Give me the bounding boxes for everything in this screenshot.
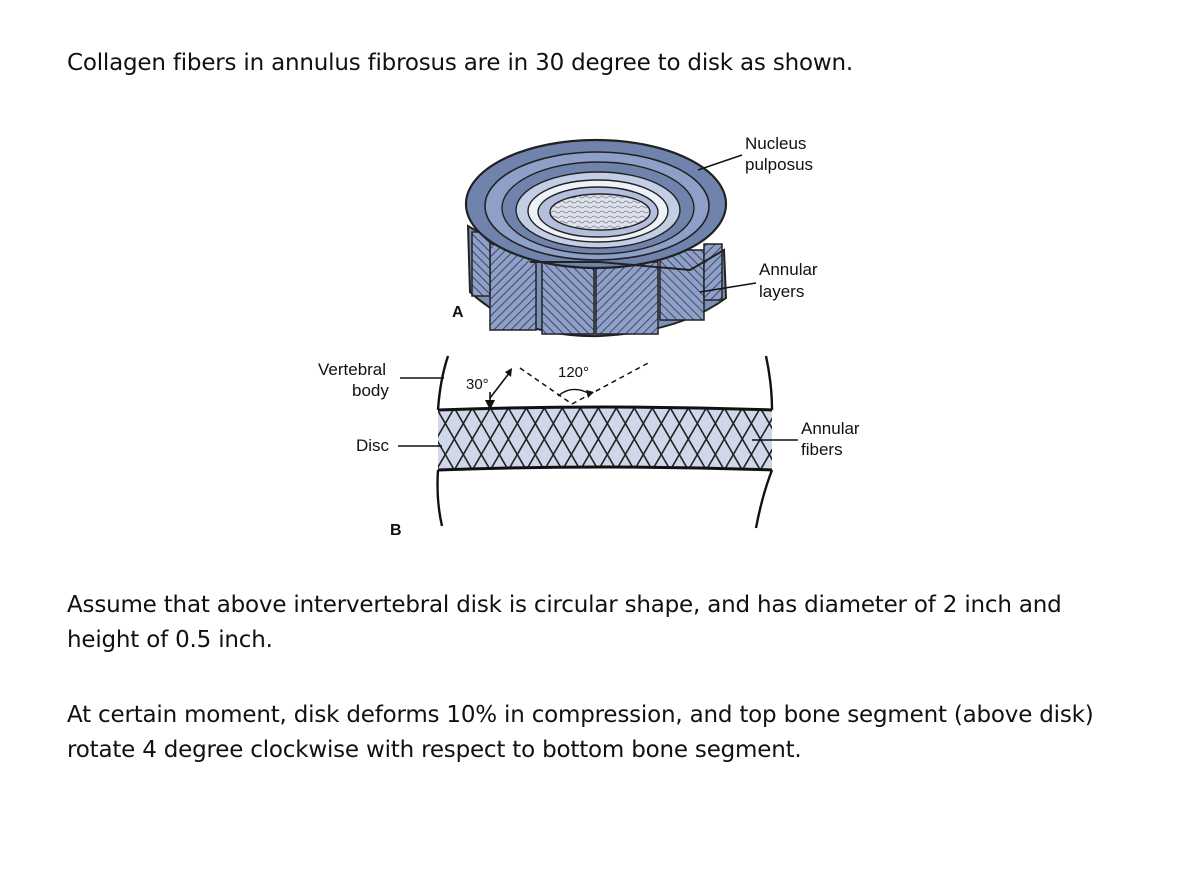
- annular-fibers-label-line1: Annular: [801, 419, 860, 438]
- fiber-line: [469, 407, 512, 470]
- fiber-line: [812, 404, 853, 474]
- annular-fiber-band: [437, 404, 871, 474]
- fiber-line: [631, 407, 674, 470]
- panel-a-label: A: [452, 304, 464, 321]
- crossing-angle-label: 120°: [558, 364, 589, 381]
- loading-text: At certain moment, disk deforms 10% in c…: [67, 702, 1094, 763]
- fiber-line: [577, 407, 620, 470]
- fiber-line: [776, 404, 817, 474]
- fiber-line: [438, 407, 458, 470]
- fiber-line: [438, 407, 458, 470]
- vertebral-body-label-line1: Vertebral: [318, 360, 386, 379]
- fiber-line: [812, 404, 853, 474]
- nucleus-pulposus-shape: [549, 193, 651, 231]
- fiber-line: [685, 407, 728, 470]
- fiber-line: [703, 407, 746, 470]
- panel-a-disc-illustration: [464, 138, 728, 338]
- annular-layers-label-line1: Annular: [759, 260, 818, 279]
- fiber-line: [830, 404, 871, 474]
- fiber-line: [523, 407, 566, 470]
- fiber-line: [667, 407, 710, 470]
- fiber-line: [595, 407, 638, 470]
- fiber-line: [438, 407, 476, 470]
- annular-fibers-label-line2: fibers: [801, 440, 843, 459]
- fiber-line: [438, 407, 440, 470]
- fiber-line: [541, 407, 584, 470]
- intro-text: Collagen fibers in annulus fibrosus are …: [67, 50, 853, 76]
- assumption-text: Assume that above intervertebral disk is…: [67, 592, 1062, 653]
- panel-b-side-view: [436, 355, 871, 529]
- fiber-line: [776, 404, 817, 474]
- fiber-line: [757, 407, 772, 470]
- fiber-line: [721, 407, 764, 470]
- annular-layers-leader-line: [699, 282, 757, 293]
- fiber-line: [649, 407, 692, 470]
- fiber-line: [794, 404, 835, 474]
- fiber-line: [505, 407, 548, 470]
- fiber-line: [757, 407, 772, 470]
- fiber-line: [794, 404, 835, 474]
- fiber-line: [559, 407, 602, 470]
- panel-b-label: B: [390, 522, 402, 539]
- fiber-line: [830, 404, 871, 474]
- vertebral-body-label-line2: body: [352, 381, 389, 400]
- fiber-line: [487, 407, 530, 470]
- fiber-line: [438, 407, 440, 470]
- fiber-angle-label: 30°: [466, 376, 489, 393]
- disc-label: Disc: [356, 436, 390, 455]
- nucleus-leader-line: [697, 154, 743, 171]
- fiber-line: [451, 407, 494, 470]
- nucleus-label-line1: Nucleus: [745, 134, 806, 153]
- nucleus-label-line2: pulposus: [745, 155, 813, 174]
- annular-layers-label-line2: layers: [759, 282, 804, 301]
- fiber-line: [613, 407, 656, 470]
- fiber-line: [739, 407, 772, 470]
